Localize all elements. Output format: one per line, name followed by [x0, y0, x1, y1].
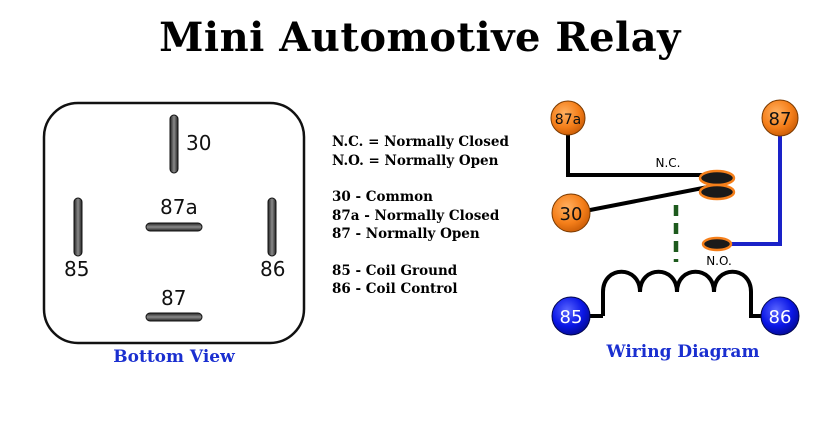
- bottom-view-caption: Bottom View: [113, 347, 235, 367]
- wiring-diagram: N.C. N.O. 87a 87 30 85 86 Wiring Diagram: [550, 99, 800, 362]
- terminal-30-label: 30: [560, 204, 583, 225]
- legend-no-definition: N.O. = Normally Open: [332, 152, 499, 169]
- terminal-87a-label: 87a: [555, 112, 581, 128]
- pin-87a-blade: [145, 222, 203, 232]
- bottom-view: 30 87a 85 86 87 Bottom View: [42, 101, 306, 367]
- wire-87a-nc: [566, 132, 708, 177]
- terminal-85-label: 85: [560, 307, 583, 328]
- legend-pin-86: 86 - Coil Control: [332, 281, 458, 297]
- pin-86-blade: [267, 197, 277, 257]
- pin-legend: N.C. = Normally Closed N.O. = Normally O…: [332, 133, 509, 299]
- coil-winding: [601, 269, 762, 318]
- terminal-86: [760, 296, 800, 336]
- pin-85-blade: [73, 197, 83, 257]
- pin-87a-label: 87a: [160, 195, 198, 219]
- pin-86-label: 86: [260, 257, 285, 281]
- pin-87-label: 87: [161, 286, 186, 310]
- pin-85-label: 85: [64, 257, 89, 281]
- no-contact: [701, 236, 733, 252]
- terminal-85: [551, 296, 591, 336]
- common-contact: [698, 183, 736, 201]
- terminal-87a: [550, 100, 586, 136]
- legend-nc-definition: N.C. = Normally Closed: [332, 134, 509, 150]
- pin-30-label: 30: [186, 131, 211, 155]
- nc-contact: [698, 169, 736, 187]
- wiring-diagram-caption: Wiring Diagram: [606, 342, 760, 362]
- legend-pin-30: 30 - Common: [332, 189, 433, 205]
- pin-30-blade: [169, 114, 179, 174]
- legend-pin-87a: 87a - Normally Closed: [332, 207, 500, 224]
- no-contact-label: N.O.: [706, 254, 732, 268]
- terminal-87-label: 87: [769, 109, 792, 130]
- terminal-30: [551, 193, 591, 233]
- terminal-87: [761, 99, 799, 137]
- wire-30-common: [584, 185, 709, 213]
- wire-87-no: [728, 136, 782, 246]
- terminal-86-label: 86: [769, 307, 792, 328]
- pin-87-blade: [145, 312, 203, 322]
- nc-contact-label: N.C.: [656, 156, 681, 170]
- legend-pin-87: 87 - Normally Open: [332, 226, 480, 242]
- legend-pin-85: 85 - Coil Ground: [332, 262, 458, 279]
- page-title: Mini Automotive Relay: [159, 14, 681, 61]
